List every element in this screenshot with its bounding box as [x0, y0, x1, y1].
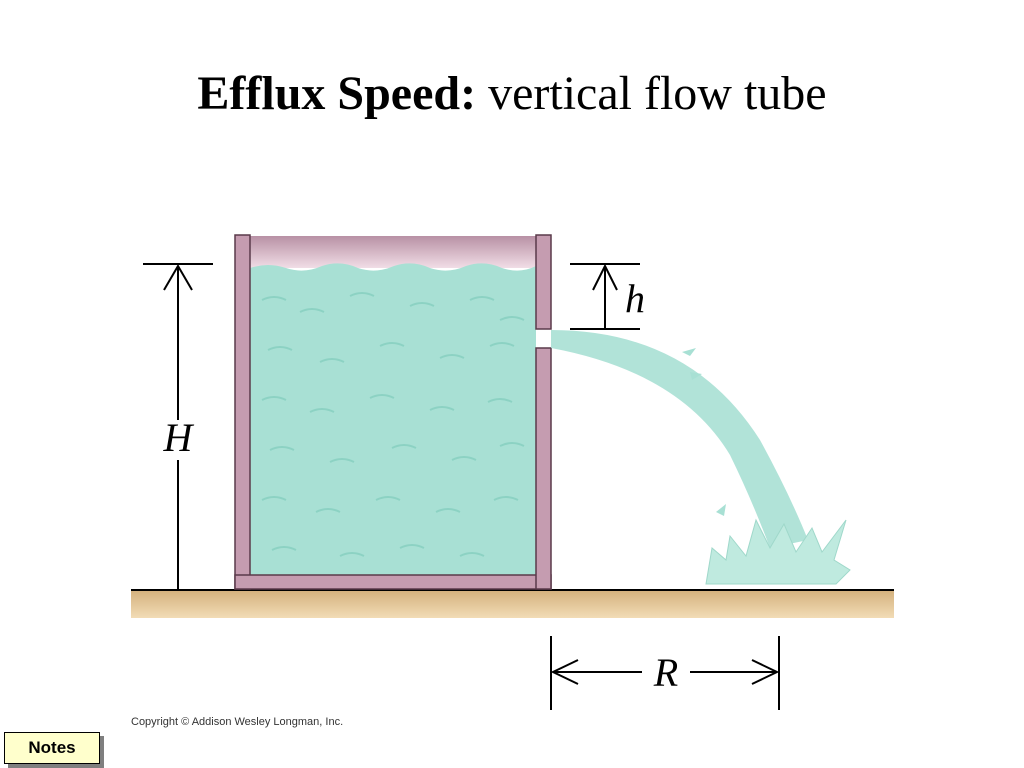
water-jet: [551, 330, 808, 548]
R-dimension: [550, 636, 780, 710]
label-H: H: [163, 415, 195, 460]
h-dimension: [570, 263, 640, 330]
tank-walls: [234, 234, 552, 590]
water-ripples: [261, 292, 525, 557]
label-R: R: [653, 650, 678, 695]
splash-droplets: [682, 348, 726, 516]
ground: [131, 590, 894, 618]
notes-button[interactable]: Notes: [4, 732, 100, 764]
title-bold: Efflux Speed:: [197, 67, 477, 120]
tank-water: [250, 263, 536, 576]
tank-air: [250, 236, 536, 268]
title-rest: vertical flow tube: [476, 67, 827, 120]
slide-title: Efflux Speed: vertical flow tube: [0, 67, 1024, 121]
H-dimension: [143, 263, 213, 589]
label-h: h: [625, 276, 645, 321]
splash: [705, 518, 851, 585]
copyright-text: Copyright © Addison Wesley Longman, Inc.: [131, 716, 344, 728]
